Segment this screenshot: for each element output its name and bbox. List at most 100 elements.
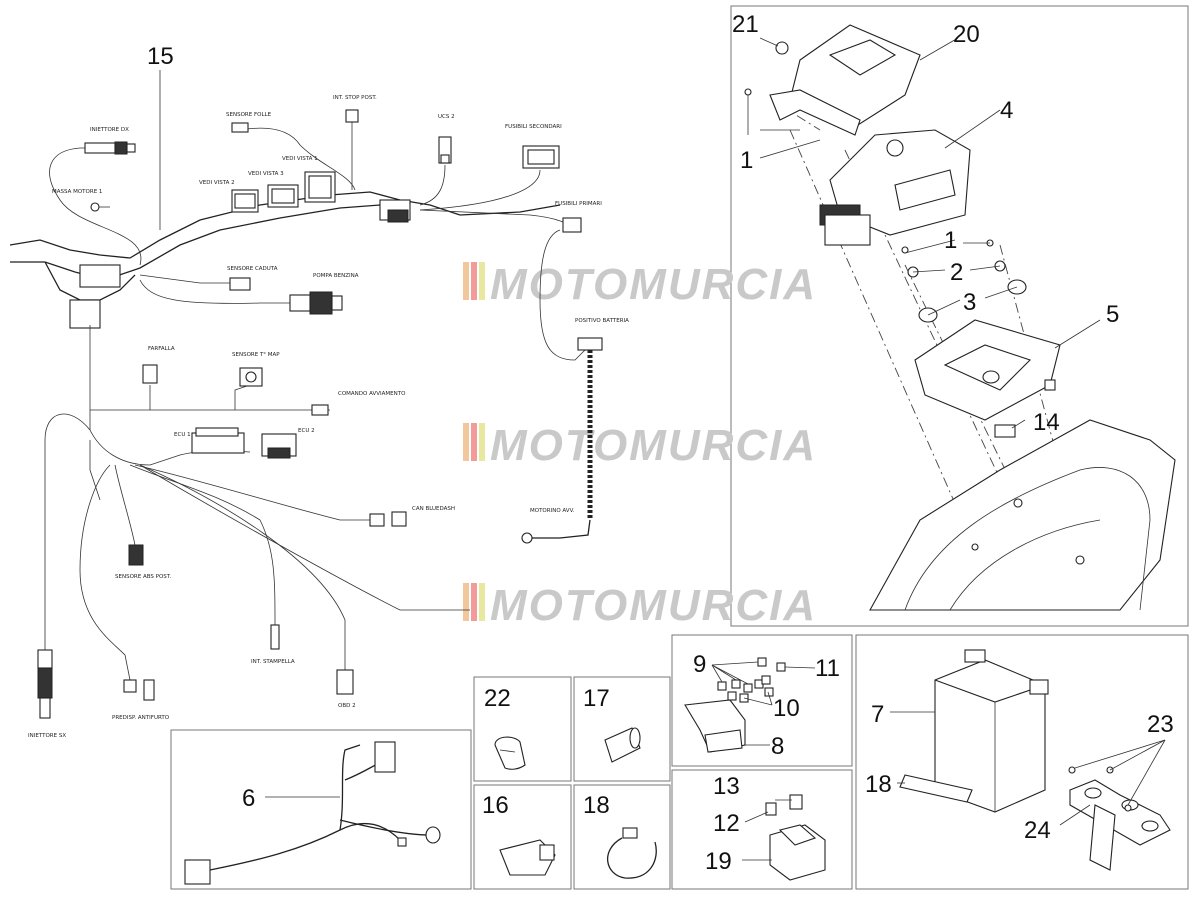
callout-4: 4 — [1000, 97, 1013, 124]
label-comando-avviamento: COMANDO AVVIAMENTO — [338, 391, 406, 397]
callout-9: 9 — [693, 651, 706, 678]
callout-19: 18 — [865, 771, 892, 798]
callout-1-mid: 1 — [944, 227, 957, 254]
callout-3: 3 — [963, 289, 976, 316]
label-vista-3: VEDI VISTA 3 — [248, 171, 284, 177]
fuse-holder-8 — [684, 699, 770, 753]
svg-text:MOTOMURCIA: MOTOMURCIA — [490, 421, 817, 470]
ground-terminal — [90, 202, 110, 212]
callout-23: 22 — [484, 685, 511, 712]
frame-part-8 — [671, 634, 853, 767]
callout-24: 23 — [1147, 711, 1174, 738]
battery-7 — [890, 649, 1049, 813]
label-positivo-batteria: POSITIVO BATTERIA — [575, 318, 629, 324]
callout-15: 15 — [147, 43, 174, 70]
stop-switch-connector — [345, 109, 359, 123]
frame-part-17 — [573, 676, 671, 782]
view-connectors — [231, 171, 336, 213]
secondary-fusebox — [522, 145, 560, 169]
label-sensore-abs-post: SENSORE ABS POST. — [115, 574, 171, 580]
fuses-12-13 — [744, 794, 803, 823]
rubber-bushing-17 — [604, 727, 641, 763]
callout-17: 17 — [583, 685, 610, 712]
label-farfalla: FARFALLA — [148, 346, 175, 352]
frame-part-16 — [473, 784, 572, 890]
iniettore-dx-connector — [84, 141, 136, 155]
ecu-assembly — [744, 24, 1176, 611]
label-ucs: UCS 2 — [438, 114, 455, 120]
label-motorino-avv: MOTORINO AVV. — [530, 508, 575, 514]
label-predisp-antifurto: PREDISP. ANTIFURTO — [112, 715, 170, 721]
frame-part-20 — [671, 769, 853, 890]
abs-sensor-connector — [128, 544, 144, 566]
relay-20 — [742, 824, 826, 881]
ecu-assembly-frame — [730, 5, 1189, 627]
callout-22: 21 — [732, 11, 759, 38]
label-massa-motore: MASSA MOTORE 1 — [52, 189, 102, 195]
positive-battery-cable — [521, 337, 603, 544]
main-wiring-harness — [9, 70, 603, 719]
frame-part-6 — [170, 729, 472, 890]
map-sensor-connector — [239, 367, 263, 387]
svg-text:MOTOMURCIA: MOTOMURCIA — [490, 260, 817, 309]
primary-fusebox — [562, 217, 582, 233]
antitheft-connectors — [123, 679, 155, 701]
label-obd: OBD 2 — [338, 703, 356, 709]
obd-connector — [336, 669, 354, 695]
ecu-unit-4 — [829, 129, 971, 236]
watermark-bottom: MOTOMURCIA — [463, 581, 817, 630]
callout-18: 18 — [583, 792, 610, 819]
under-seat-body — [869, 419, 1176, 611]
callout-20: 19 — [705, 848, 732, 875]
callout-5: 5 — [1106, 301, 1119, 328]
iniettore-sx-connector — [37, 649, 53, 719]
label-pompa-benzina: POMPA BENZINA — [313, 273, 359, 279]
label-vista-1: VEDI VISTA 1 — [282, 156, 318, 162]
callout-8: 8 — [771, 733, 784, 760]
label-vista-2: VEDI VISTA 2 — [199, 180, 235, 186]
cable-tie-18 — [606, 827, 657, 879]
callout-6: 6 — [242, 785, 255, 812]
ecu-1-connector — [191, 427, 245, 454]
ucs-connector — [438, 136, 452, 164]
callout-12: 12 — [713, 810, 740, 837]
label-int-stop-post: INT. STOP POST. — [333, 95, 377, 101]
callout-21: 20 — [953, 21, 980, 48]
callout-7: 7 — [871, 701, 884, 728]
can-bluedash-connector — [369, 511, 407, 527]
label-sensore-folle: SENSORE FOLLE — [226, 112, 272, 118]
label-fusibili-primari: FUSIBILI PRIMARI — [555, 201, 602, 207]
svg-text:MOTOMURCIA: MOTOMURCIA — [490, 581, 817, 630]
label-can-bluedash: CAN BLUEDASH — [412, 506, 455, 512]
sensore-caduta-connector — [229, 277, 251, 291]
watermark-middle: MOTOMURCIA — [463, 421, 817, 470]
harness-junction — [79, 264, 121, 288]
harness-label-group: INIETTORE DX MASSA MOTORE 1 SENSORE FOLL… — [28, 95, 629, 739]
label-sensore-caduta: SENSORE CADUTA — [227, 266, 278, 272]
battery-pad-19 — [897, 774, 973, 803]
callout-25: 24 — [1024, 817, 1051, 844]
fuses-9-10-11 — [711, 657, 816, 706]
sensore-folle-connector — [231, 122, 249, 133]
label-iniettore-sx: INIETTORE SX — [28, 733, 66, 739]
start-switch-connector — [311, 404, 329, 416]
ecu-2-connector — [261, 433, 297, 459]
battery-strap-25 — [1059, 739, 1171, 871]
callout-1-top: 1 — [740, 147, 753, 174]
sub-harness-6 — [184, 741, 441, 885]
side-stand-switch — [270, 624, 280, 650]
watermark-top: MOTOMURCIA — [463, 260, 817, 309]
grommet-22 — [775, 41, 789, 55]
harness-relay-block — [379, 199, 411, 223]
holder-16 — [499, 839, 556, 876]
frame-part-7 — [855, 634, 1189, 890]
label-int-stampella: INT. STAMPELLA — [251, 659, 295, 665]
farfalla-connector — [142, 364, 158, 384]
frame-part-18 — [573, 784, 671, 890]
frame-part-23 — [473, 676, 572, 782]
label-sensore-map: SENSORE T° MAP — [232, 352, 280, 358]
label-iniettore-dx: INIETTORE DX — [90, 127, 129, 133]
callout-14: 14 — [1033, 409, 1060, 436]
callout-13: 13 — [713, 773, 740, 800]
